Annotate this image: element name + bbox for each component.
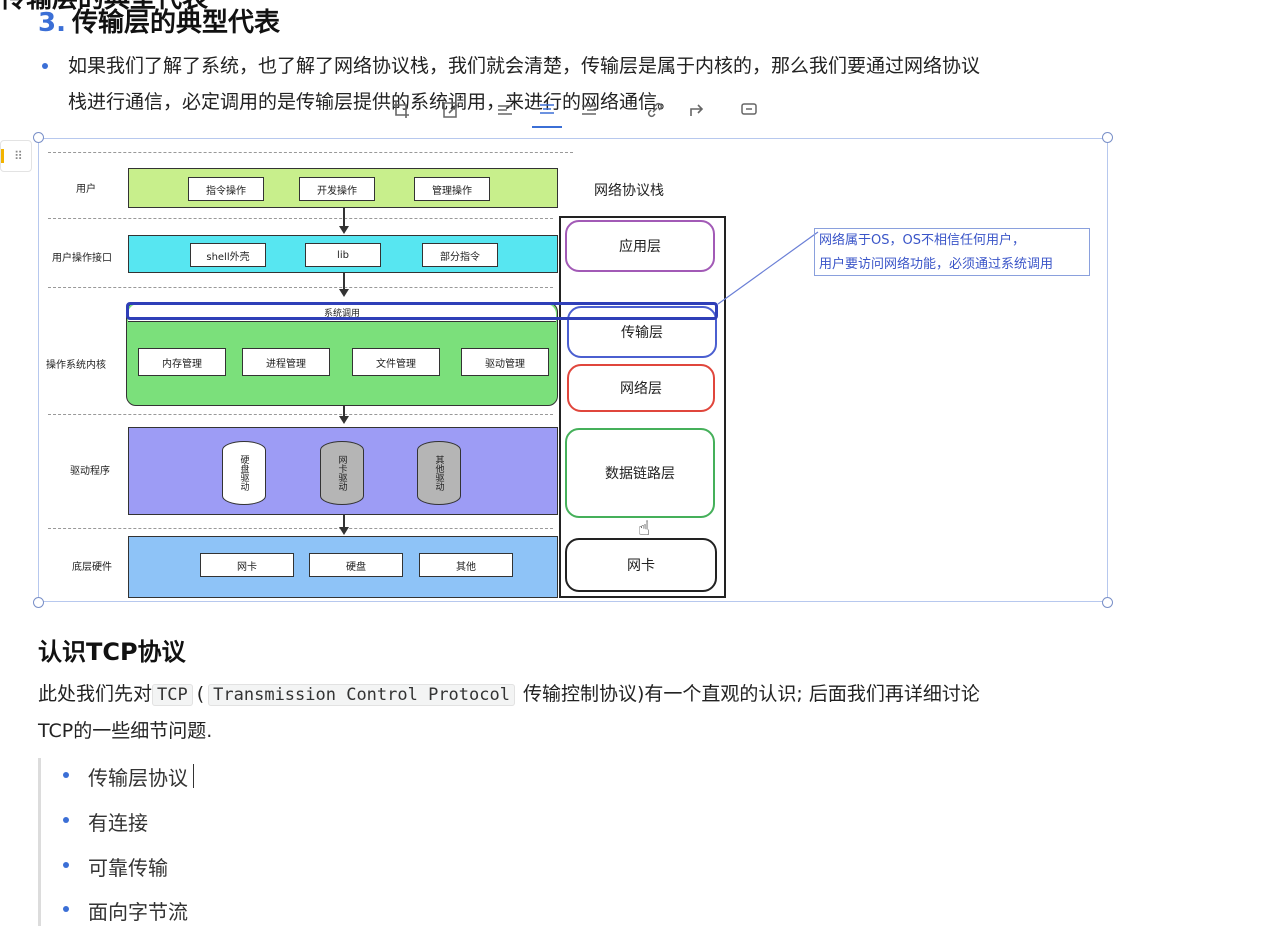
cylinder-nic-driver: 网卡驱动 xyxy=(320,441,364,505)
annotation-note: 网络属于OS，OS不相信任何用户， 用户要访问网络功能，必须通过系统调用 xyxy=(814,228,1090,276)
bullet-dot xyxy=(63,862,69,868)
list-item: 传输层协议 xyxy=(88,766,188,790)
arrow-line xyxy=(343,515,345,529)
box-lib: lib xyxy=(305,243,381,267)
align-left-icon[interactable] xyxy=(490,92,520,128)
box-process-mgmt: 进程管理 xyxy=(242,348,330,376)
arrow-head xyxy=(339,226,349,234)
stack-layer-datalink: 数据链路层 xyxy=(565,428,715,518)
row-label-kernel: 操作系统内核 xyxy=(46,360,106,371)
syscall-highlight xyxy=(126,302,718,320)
bullet-dot xyxy=(63,817,69,823)
crop-icon[interactable] xyxy=(386,92,416,128)
box-disk: 硬盘 xyxy=(309,553,403,577)
list-item: 面向字节流 xyxy=(88,900,188,924)
align-right-icon[interactable] xyxy=(574,92,604,128)
arrow-line xyxy=(343,208,345,228)
list-item: 有连接 xyxy=(88,811,148,835)
link-icon[interactable] xyxy=(640,92,670,128)
dashed-separator xyxy=(48,414,553,415)
drag-dots-icon: ⠿ xyxy=(14,149,23,163)
text-caret xyxy=(193,764,194,788)
bullet-line-2: 栈进行通信，必定调用的是传输层提供的系统调用，来进行的网络通信。 xyxy=(68,91,677,113)
bullet-line-1: 如果我们了解了系统，也了解了网络协议栈，我们就会清楚，传输层是属于内核的，那么我… xyxy=(68,55,981,77)
arrow-line xyxy=(343,273,345,291)
box-memory-mgmt: 内存管理 xyxy=(138,348,226,376)
dashed-separator xyxy=(48,287,553,288)
code-transmission-control-protocol: Transmission Control Protocol xyxy=(208,684,515,706)
stack-title: 网络协议栈 xyxy=(594,183,664,199)
image-toolbar xyxy=(378,92,778,128)
arrow-head xyxy=(339,289,349,297)
resize-handle-bottom-left[interactable] xyxy=(33,597,44,608)
arrow-head xyxy=(339,416,349,424)
note-line-1: 网络属于OS，OS不相信任何用户， xyxy=(819,233,1025,248)
tcp-intro-line-2: TCP的一些细节问题. xyxy=(38,720,213,742)
box-driver-mgmt: 驱动管理 xyxy=(461,348,549,376)
row-label-hardware: 底层硬件 xyxy=(72,562,112,573)
note-connector xyxy=(717,231,819,305)
block-drag-handle[interactable]: ⠿ xyxy=(0,140,32,172)
resize-handle-top-left[interactable] xyxy=(33,132,44,143)
box-command-op: 指令操作 xyxy=(188,177,264,201)
list-item: 可靠传输 xyxy=(88,856,168,880)
box-partial-commands: 部分指令 xyxy=(422,243,498,267)
dashed-separator xyxy=(48,218,553,219)
cylinder-disk-driver: 硬盘驱动 xyxy=(222,441,266,505)
row-label-user-interface: 用户操作接口 xyxy=(52,253,112,264)
dashed-separator xyxy=(48,152,573,153)
note-line-2: 用户要访问网络功能，必须通过系统调用 xyxy=(819,257,1054,272)
cylinder-other-driver: 其他驱动 xyxy=(417,441,461,505)
bullet-paragraph: 如果我们了解了系统，也了解了网络协议栈，我们就会清楚，传输层是属于内核的，那么我… xyxy=(68,48,1128,120)
box-nic: 网卡 xyxy=(200,553,294,577)
network-stack xyxy=(559,216,726,598)
stack-layer-network: 网络层 xyxy=(567,364,715,412)
box-dev-op: 开发操作 xyxy=(299,177,375,201)
tcp-heading: 认识TCP协议 xyxy=(38,638,186,666)
previous-heading-cut: 传输层的典型代表 xyxy=(0,0,208,15)
box-file-mgmt: 文件管理 xyxy=(352,348,440,376)
bullet-dot xyxy=(42,63,48,69)
edit-icon[interactable] xyxy=(436,92,466,128)
redirect-icon[interactable] xyxy=(682,92,712,128)
block-marker xyxy=(1,149,4,163)
comment-icon[interactable] xyxy=(734,92,764,128)
list-indent-bar xyxy=(38,758,41,926)
stack-layer-transport: 传输层 xyxy=(567,306,717,358)
bullet-dot xyxy=(63,906,69,912)
box-other: 其他 xyxy=(419,553,513,577)
stack-layer-nic: 网卡 xyxy=(565,538,717,592)
code-tcp: TCP xyxy=(152,684,193,706)
hand-cursor-icon: ☝ xyxy=(638,516,651,540)
box-admin-op: 管理操作 xyxy=(414,177,490,201)
arrow-line xyxy=(343,406,345,418)
row-label-drivers: 驱动程序 xyxy=(70,466,110,477)
resize-handle-bottom-right[interactable] xyxy=(1102,597,1113,608)
section-title: 传输层的典型代表 xyxy=(71,8,280,38)
box-shell: shell外壳 xyxy=(190,243,266,267)
row-label-user: 用户 xyxy=(76,184,96,195)
dashed-separator xyxy=(48,528,553,529)
resize-handle-top-right[interactable] xyxy=(1102,132,1113,143)
align-center-icon[interactable] xyxy=(532,92,562,128)
bullet-dot xyxy=(63,772,69,778)
section-number: 3. xyxy=(38,8,66,38)
stack-layer-application: 应用层 xyxy=(565,220,715,272)
arrow-head xyxy=(339,527,349,535)
image-frame[interactable] xyxy=(38,138,1108,602)
section-heading: 3.传输层的典型代表 xyxy=(38,2,280,39)
